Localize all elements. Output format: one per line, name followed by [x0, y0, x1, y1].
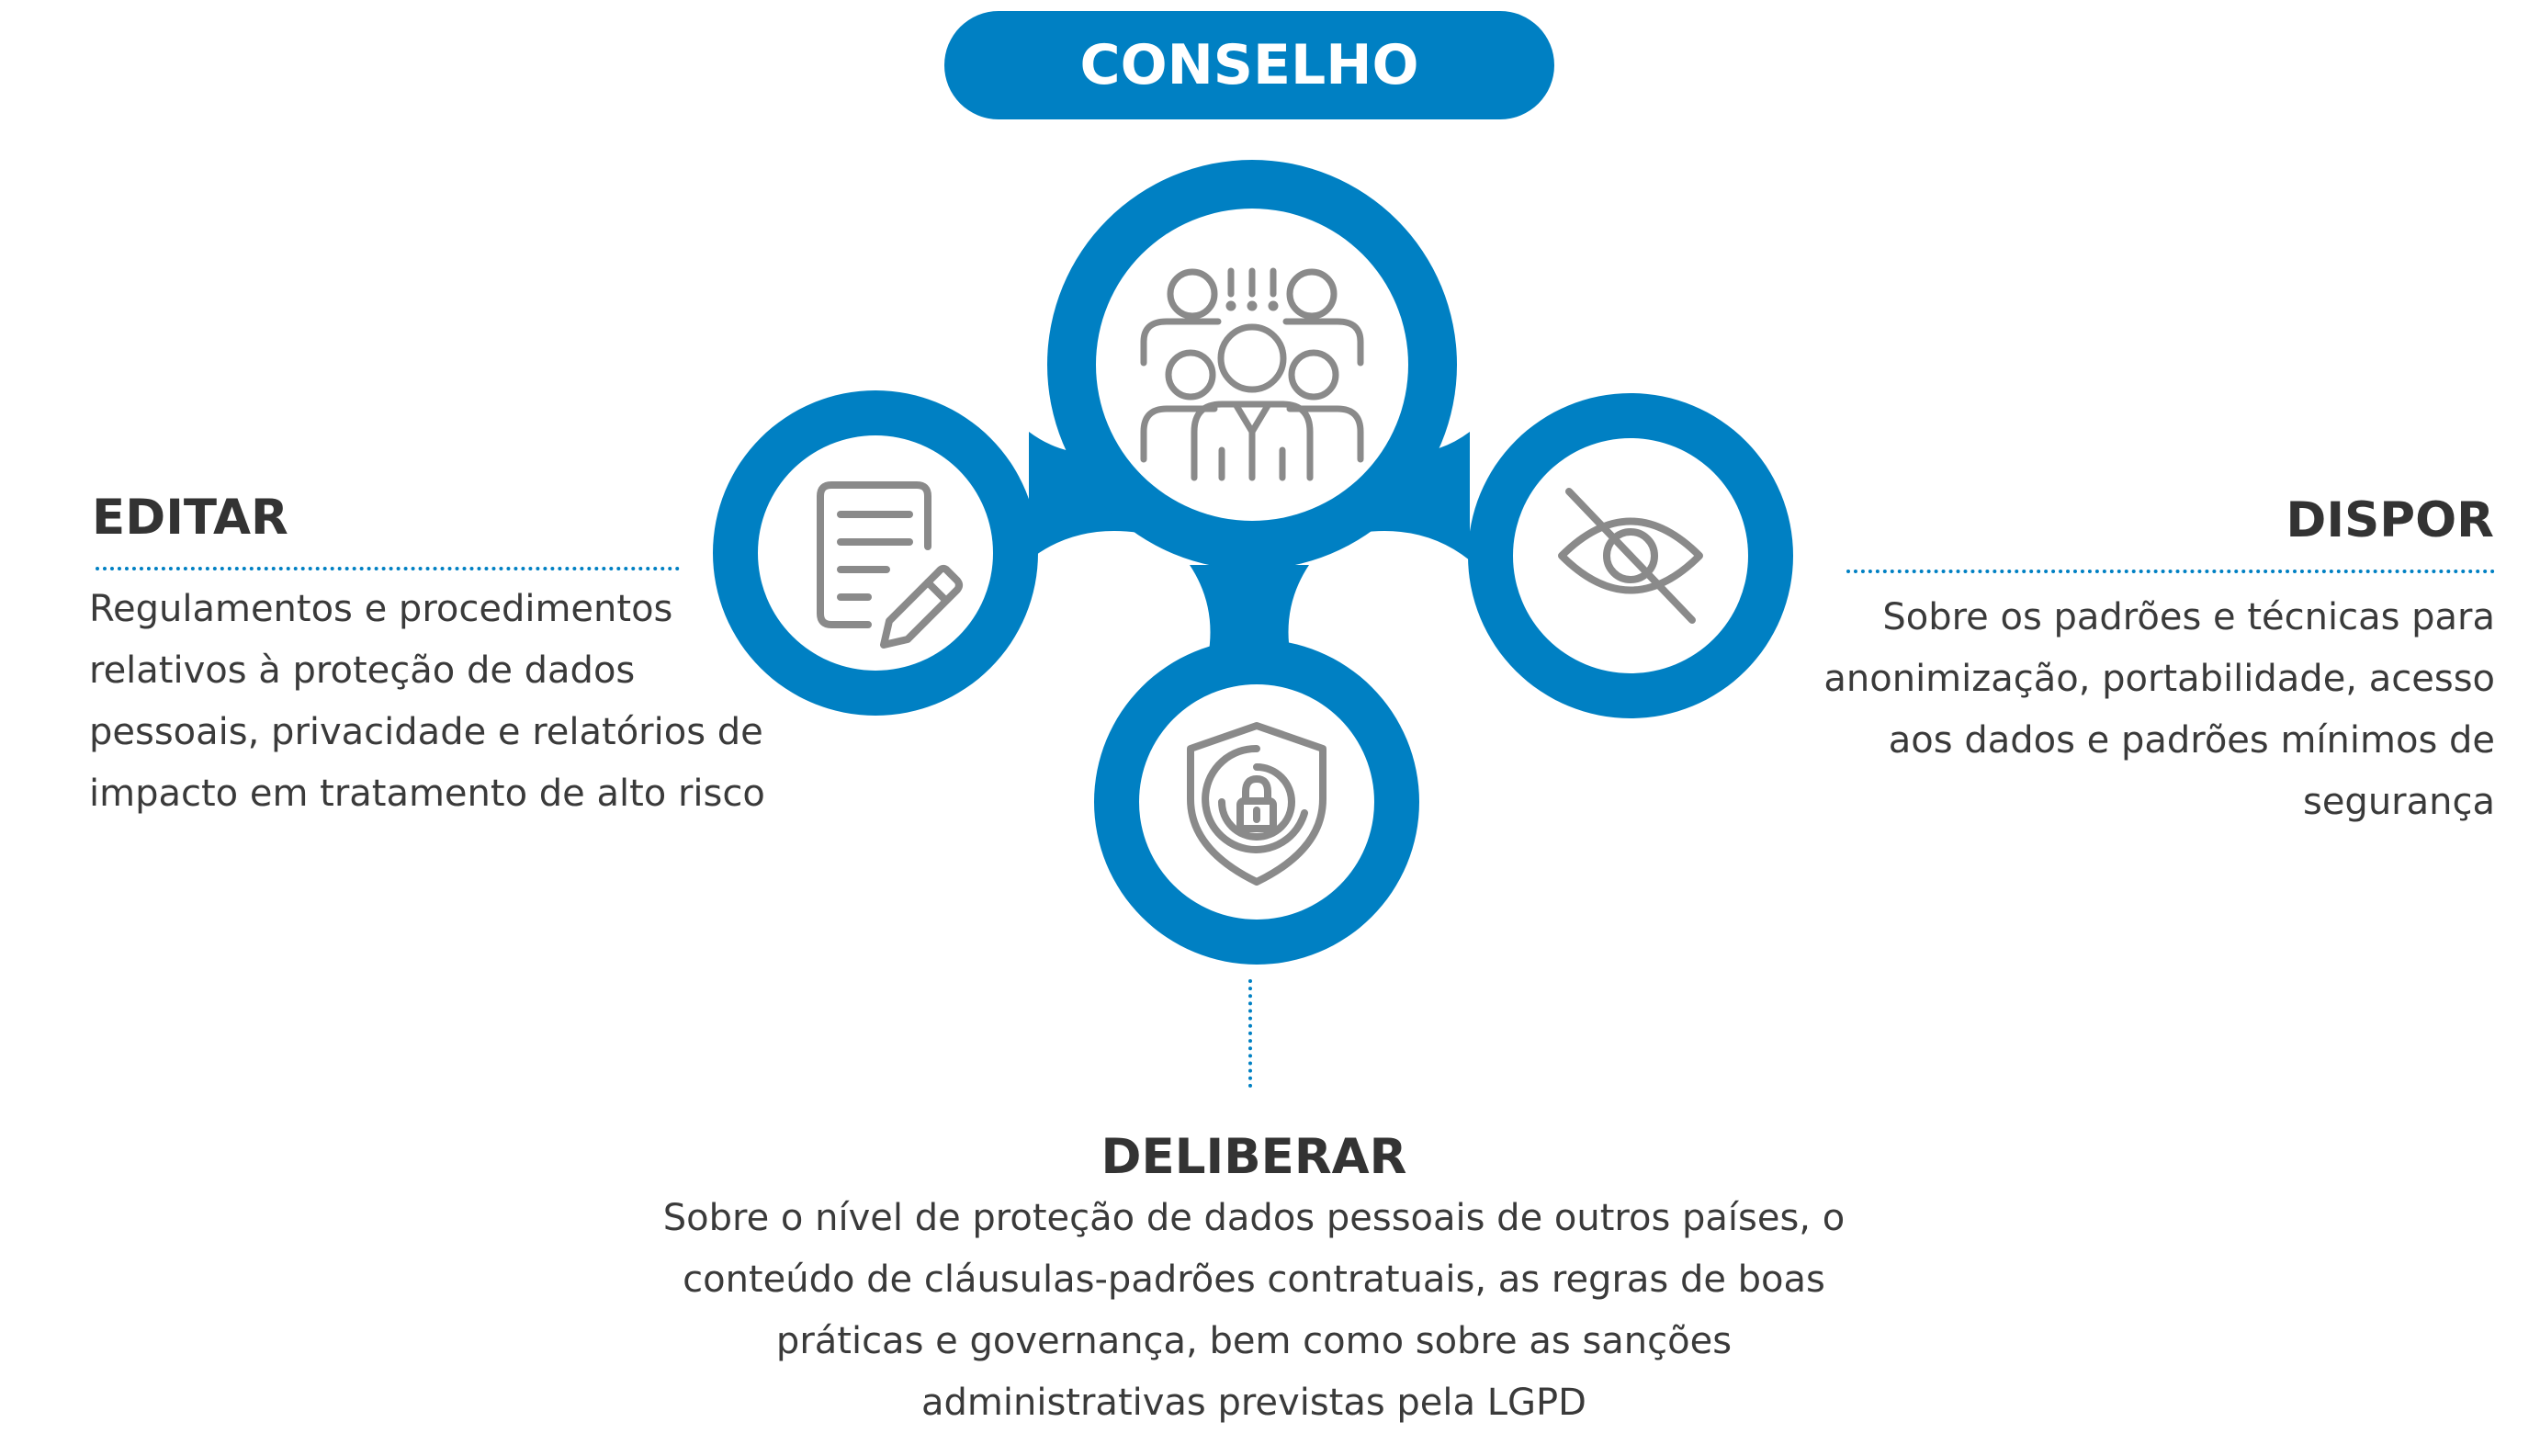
deliberar-line-4: administrativas previstas pela LGPD [921, 1382, 1586, 1424]
dispor-description: Sobre os padrões e técnicas para anonimi… [1782, 587, 2495, 833]
document-edit-icon [817, 481, 963, 649]
security-shield-lock-icon [1187, 722, 1326, 886]
editar-heading: EDITAR [92, 490, 288, 546]
editar-line-1: Regulamentos e procedimentos [89, 588, 673, 630]
editar-line-3: pessoais, privacidade e relatórios de [89, 711, 763, 753]
editar-description: Regulamentos e procedimentos relativos à… [89, 579, 787, 825]
dispor-line-1: Sobre os padrões e técnicas para [1882, 596, 2495, 638]
dispor-line-3: aos dados e padrões mínimos de [1888, 719, 2495, 762]
deliberar-line-2: conteúdo de cláusulas-padrões contratuai… [683, 1258, 1825, 1301]
editar-line-4: impacto em tratamento de alto risco [89, 773, 765, 815]
people-group-icon [1140, 267, 1364, 481]
conselho-node [1047, 160, 1457, 570]
deliberar-description: Sobre o nível de proteção de dados pesso… [661, 1188, 1846, 1434]
dispor-dotted-divider [1846, 570, 2495, 573]
dispor-line-2: anonimização, portabilidade, acesso [1823, 658, 2495, 700]
editar-line-2: relativos à proteção de dados [89, 649, 636, 692]
deliberar-dotted-connector [1248, 979, 1252, 1088]
deliberar-line-1: Sobre o nível de proteção de dados pesso… [662, 1197, 1846, 1239]
editar-dotted-divider [96, 567, 680, 570]
title-pill: CONSELHO DIRETOR [944, 11, 1554, 206]
dispor-line-4: segurança [2302, 781, 2495, 823]
dispor-heading: DISPOR [2286, 492, 2494, 548]
deliberar-heading: DELIBERAR [1101, 1129, 1407, 1185]
eye-slash-icon [1558, 488, 1703, 624]
deliberar-line-3: práticas e governança, bem como sobre as… [775, 1320, 1733, 1362]
